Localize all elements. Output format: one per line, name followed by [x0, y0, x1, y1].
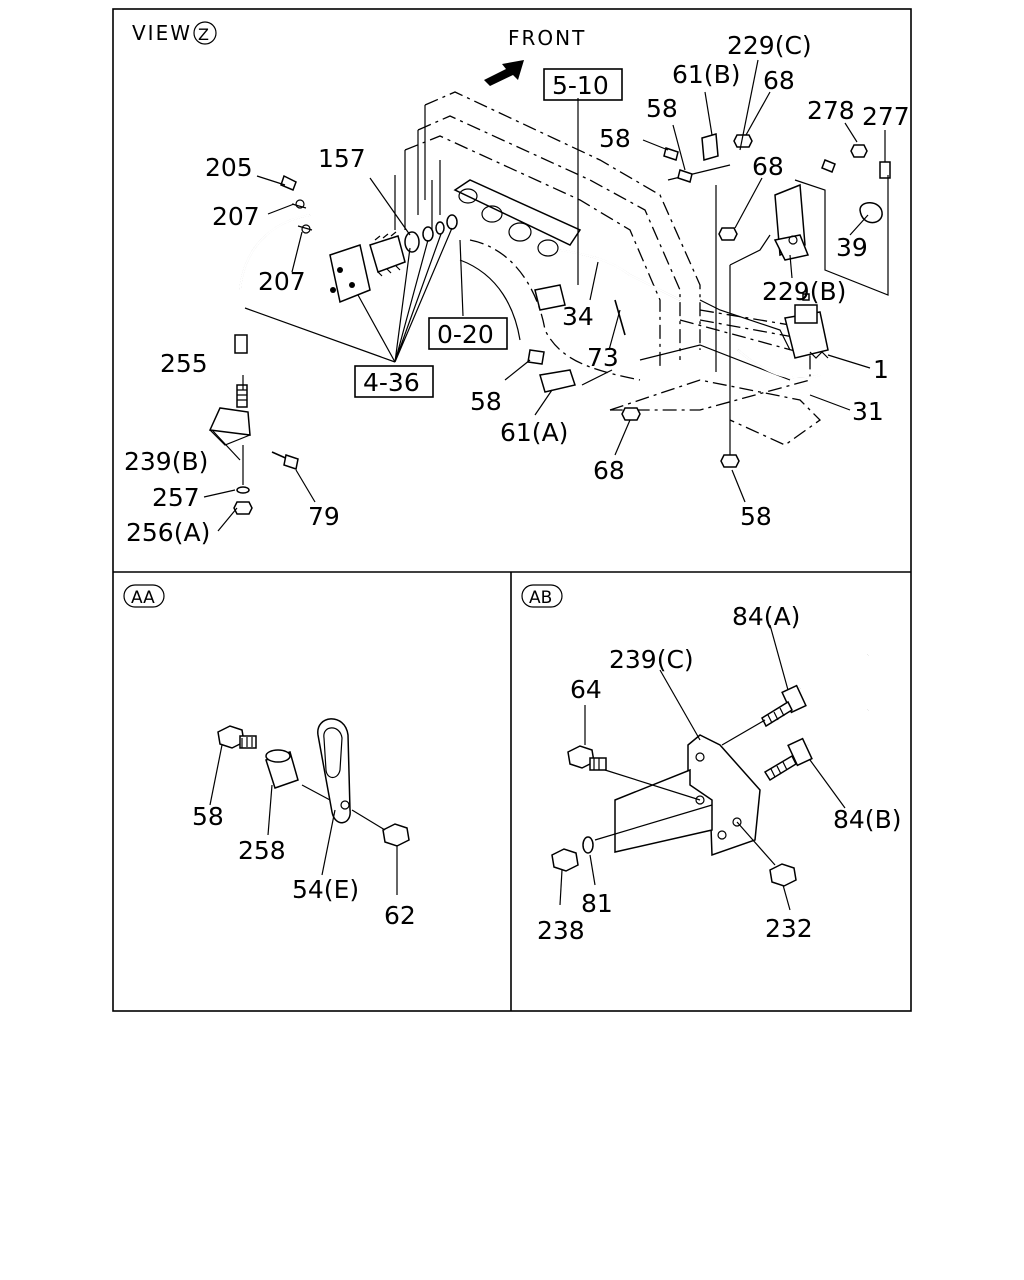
view-ab-panel: AB: [521, 584, 901, 945]
hose-assembly-drawing: [234, 174, 313, 408]
label-58-top: 58: [646, 94, 678, 123]
view-ab-tag: AB: [529, 588, 552, 608]
label-61a: 61(A): [500, 418, 568, 447]
label-229c: 229(C): [727, 31, 812, 60]
ref-5-10: 5-10: [552, 71, 609, 100]
label-aa-58: 58: [192, 802, 224, 831]
label-58-bottom: 58: [740, 502, 772, 531]
view-z-title: VIEW: [132, 21, 192, 45]
label-ab-232: 232: [765, 914, 813, 943]
label-aa-62: 62: [384, 901, 416, 930]
label-255: 255: [160, 349, 208, 378]
view-ab-tag-outline: [521, 584, 563, 608]
label-34: 34: [562, 302, 594, 331]
bracket-239b-drawing: [208, 407, 299, 515]
label-61b: 61(B): [672, 60, 740, 89]
label-ab-84a: 84(A): [732, 602, 800, 631]
label-157: 157: [318, 144, 366, 173]
label-207-upper: 207: [212, 202, 260, 231]
ref-0-20: 0-20: [437, 320, 494, 349]
pump-assembly-drawing: [329, 214, 458, 304]
view-aa-drawing: [209, 718, 410, 895]
label-278: 278: [807, 96, 855, 125]
view-aa-tag: AA: [131, 588, 155, 608]
pipe-and-tank-drawing: [527, 133, 891, 468]
label-73: 73: [587, 343, 619, 372]
view-z-panel: VIEW Z FRONT 5-10 0-20 4-36: [124, 21, 910, 547]
label-58-lower: 58: [470, 387, 502, 416]
view-ab-drawing: [551, 624, 871, 911]
label-ab-239c: 239(C): [609, 645, 694, 674]
label-229b: 229(B): [762, 277, 846, 306]
diagram-outer-frame: [112, 8, 912, 1012]
label-277: 277: [862, 102, 910, 131]
label-ab-238: 238: [537, 916, 585, 945]
label-207-lower: 207: [258, 267, 306, 296]
label-31: 31: [852, 397, 884, 426]
label-79: 79: [308, 502, 340, 531]
label-58-left: 58: [599, 124, 631, 153]
label-239b: 239(B): [124, 447, 208, 476]
label-ab-81: 81: [581, 889, 613, 918]
label-1: 1: [873, 355, 889, 384]
ref-box-4-36: [354, 365, 434, 398]
ref-box-5-10: [543, 68, 623, 101]
ref-box-0-20: [428, 317, 508, 350]
label-257: 257: [152, 483, 200, 512]
view-aa-panel: AA 58 258 54(E) 62: [123, 584, 416, 930]
label-68-mid: 68: [752, 152, 784, 181]
label-ab-84b: 84(B): [833, 805, 901, 834]
label-68-bottom: 68: [593, 456, 625, 485]
label-ab-64: 64: [570, 675, 602, 704]
label-256a: 256(A): [126, 518, 210, 547]
chassis-frame-drawing: [394, 91, 822, 446]
view-z-circle-marker: [193, 21, 217, 45]
view-z-letter: Z: [198, 25, 211, 44]
label-aa-54e: 54(E): [292, 875, 359, 904]
front-label: FRONT: [508, 26, 586, 50]
leader-lines: [203, 59, 886, 532]
label-aa-258: 258: [238, 836, 286, 865]
front-arrow-icon: [484, 60, 524, 86]
ref-4-36: 4-36: [363, 368, 420, 397]
label-39: 39: [836, 233, 868, 262]
label-68-top: 68: [763, 66, 795, 95]
view-aa-tag-outline: [123, 584, 165, 608]
engine-mount-bracket-drawing: [453, 179, 582, 311]
label-205: 205: [205, 153, 253, 182]
